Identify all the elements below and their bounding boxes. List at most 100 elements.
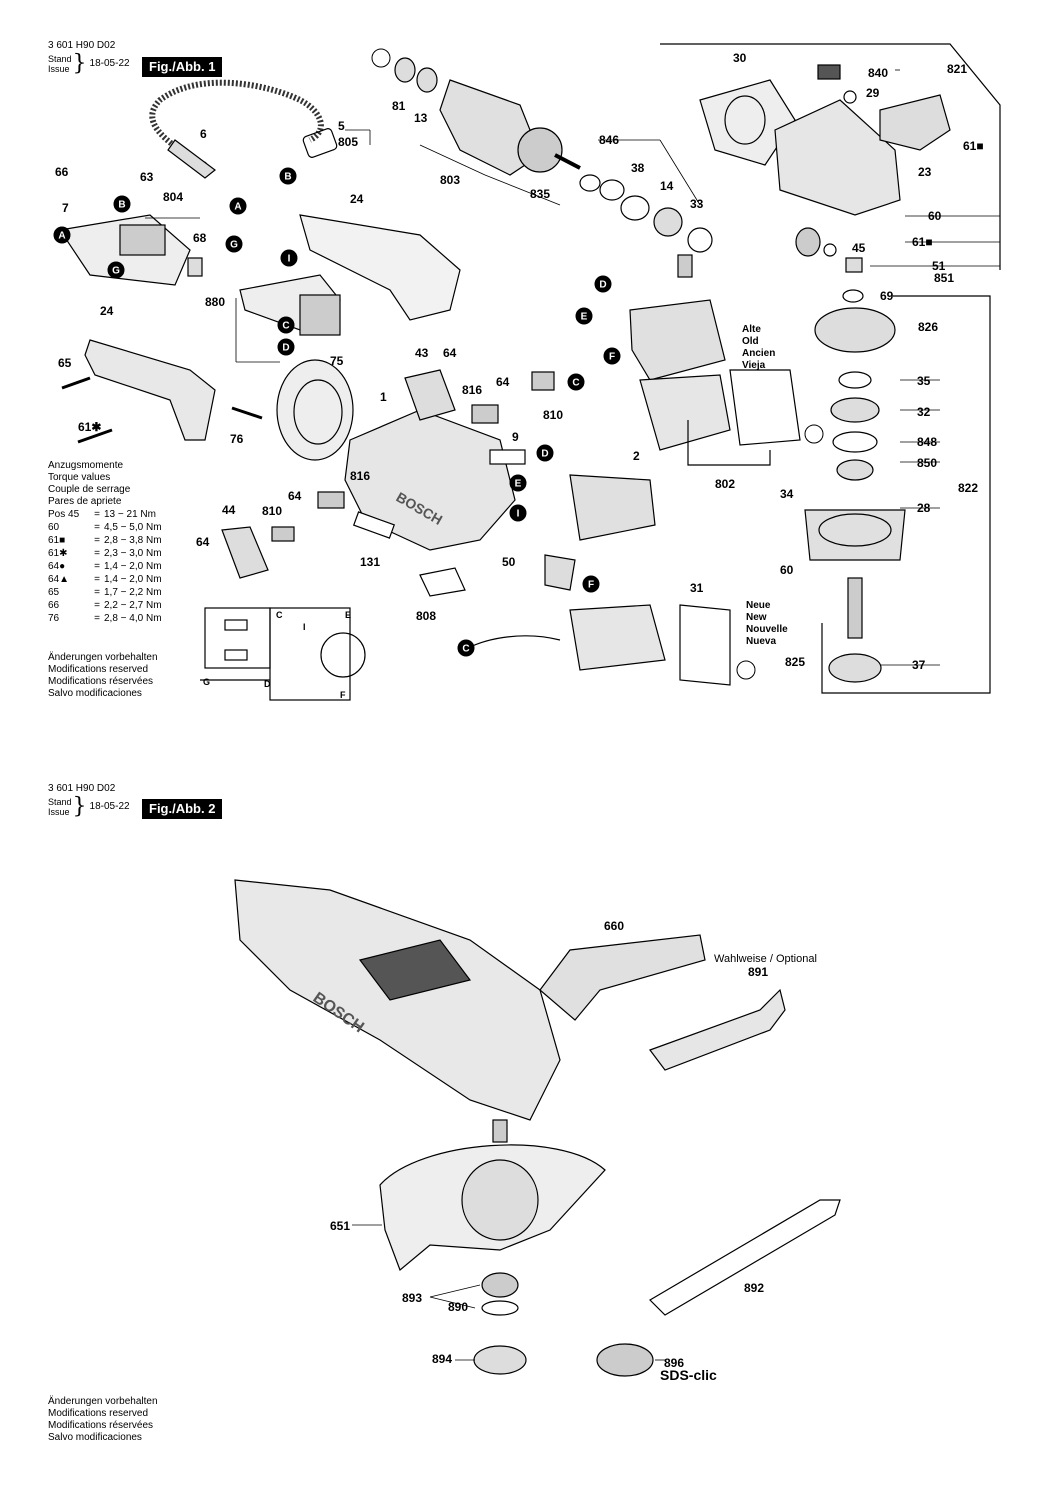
- part-label-6: 6: [200, 127, 207, 141]
- oring-890: [481, 1300, 519, 1316]
- fig2-stand-label: Stand: [48, 797, 72, 807]
- svg-text:C: C: [572, 378, 579, 389]
- part-label-890: 890: [448, 1300, 468, 1314]
- field-coil-2: [569, 474, 656, 541]
- fig2-part-code: 3 601 H90 D02: [48, 783, 116, 794]
- variant-old-fr: Ancien: [742, 348, 775, 359]
- svg-text:D: D: [599, 280, 606, 291]
- part-label-1: 1: [380, 390, 387, 404]
- cover-44: [221, 526, 269, 579]
- part-label-848: 848: [917, 435, 937, 449]
- connector-d: D: [594, 275, 612, 293]
- armature-gear: [517, 127, 563, 173]
- group-frame-802: [687, 420, 771, 466]
- torque-table: Anzugsmomente Torque values Couple de se…: [48, 460, 174, 625]
- torque-eq: =: [94, 612, 100, 624]
- field-coil-upper: [629, 299, 726, 381]
- switch-880: [299, 294, 341, 336]
- torque-heading-en: Torque values: [48, 472, 111, 483]
- variant-old-de: Alte: [742, 324, 761, 335]
- part-label-60: 60: [780, 563, 794, 577]
- torque-pos: 65: [48, 586, 60, 598]
- part-label-23: 23: [918, 165, 932, 179]
- part-label-850: 850: [917, 456, 937, 470]
- part-label-7: 7: [62, 201, 69, 215]
- part-label-35: 35: [917, 374, 931, 388]
- part-label-892: 892: [744, 1281, 764, 1295]
- plug: [302, 128, 338, 158]
- connector-y: Y: [804, 424, 824, 444]
- svg-text:C: C: [462, 644, 469, 655]
- spring-68: [187, 257, 203, 277]
- connector-e: E: [575, 307, 593, 325]
- connector-g: G: [225, 235, 243, 253]
- part-label-64: 64: [288, 489, 302, 503]
- screw-76: [231, 406, 263, 420]
- circlip-848: [832, 431, 878, 453]
- part-label-821: 821: [947, 62, 967, 76]
- variant-new-en: New: [746, 612, 767, 623]
- part-label-2: 2: [633, 449, 640, 463]
- part-label-31: 31: [690, 581, 704, 595]
- part-label-896: 896: [664, 1356, 684, 1370]
- variant-new-fr: Nouvelle: [746, 624, 788, 635]
- part-label-34: 34: [780, 487, 794, 501]
- torque-value: 4,5 − 5,0 Nm: [104, 521, 162, 533]
- part-label-44: 44: [222, 503, 236, 517]
- part-label-880: 880: [205, 295, 225, 309]
- flange-893: [481, 1272, 519, 1298]
- note-line: Salvo modificaciones: [48, 1432, 142, 1443]
- connector-c: C: [457, 639, 475, 657]
- ring-35: [838, 371, 872, 389]
- group-frame-821: [660, 43, 1001, 270]
- brush-holder-816: [471, 404, 499, 424]
- torque-value: 1,4 − 2,0 Nm: [104, 573, 162, 585]
- cable-50: [464, 635, 561, 651]
- brush-holder-816-left: [317, 491, 345, 509]
- field-coil-new: [569, 604, 666, 671]
- cable-grommet: [167, 139, 216, 179]
- part-label-61: 61✱: [78, 420, 101, 434]
- svg-text:C: C: [282, 321, 289, 332]
- part-label-835: 835: [530, 187, 550, 201]
- part-label-61: 61■: [912, 235, 933, 249]
- part-label-826: 826: [918, 320, 938, 334]
- bearing-32: [830, 397, 880, 423]
- part-label-64: 64: [496, 375, 510, 389]
- circlip-69: [842, 289, 864, 303]
- part-label-63: 63: [140, 170, 154, 184]
- torque-value: 2,8 − 4,0 Nm: [104, 612, 162, 624]
- svg-text:F: F: [609, 352, 615, 363]
- torque-row: 61✱=2,3 − 3,0 Nm: [48, 547, 174, 560]
- fig2-date: 18-05-22: [89, 801, 130, 812]
- part-label-81: 81: [392, 99, 406, 113]
- part-label-822: 822: [958, 481, 978, 495]
- connector-b: B: [279, 167, 297, 185]
- connector-a: A: [53, 226, 71, 244]
- fig1-stand-label: Stand: [48, 54, 72, 64]
- fig1-notes: Änderungen vorbehalten Modifications res…: [48, 652, 158, 700]
- nut-33: [687, 227, 713, 253]
- torque-value: 13 − 21 Nm: [104, 508, 156, 520]
- quick-nut-896: [596, 1343, 654, 1377]
- note-line: Salvo modificaciones: [48, 688, 142, 699]
- wiring-letter-d: D: [264, 679, 271, 689]
- svg-text:D: D: [541, 449, 548, 460]
- variant-new-de: Neue: [746, 600, 771, 611]
- spindle-835: [677, 254, 693, 278]
- svg-text:E: E: [581, 312, 588, 323]
- connector-a: A: [229, 197, 247, 215]
- fig2-issue-label: Issue: [48, 807, 70, 817]
- part-label-660: 660: [604, 919, 624, 933]
- part-label-30: 30: [733, 51, 747, 65]
- optional-label: Wahlweise / Optional: [714, 953, 817, 965]
- torque-heading-es: Pares de apriete: [48, 496, 122, 507]
- screw-65: [61, 376, 91, 390]
- button-840: [817, 64, 841, 80]
- note-line: Modifications reserved: [48, 664, 149, 675]
- svg-text:D: D: [282, 343, 289, 354]
- motor-housing-1: [344, 409, 516, 551]
- torque-value: 1,4 − 2,0 Nm: [104, 560, 162, 572]
- torque-pos: 76: [48, 612, 60, 624]
